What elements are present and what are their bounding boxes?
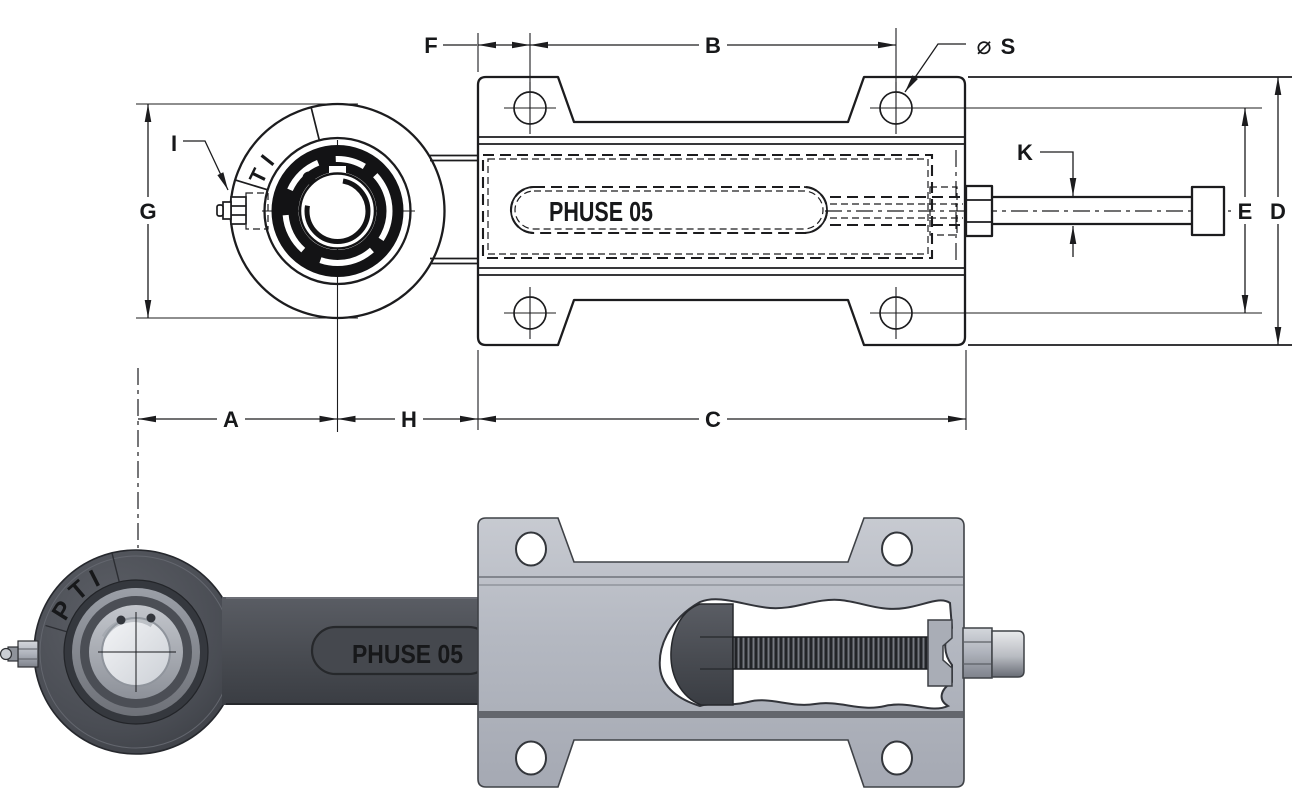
adjusting-nut-3d xyxy=(962,627,993,679)
dim-I: I xyxy=(171,131,229,191)
takeup-frame-2d: PHUSE 05 xyxy=(476,75,967,347)
set-screw-dot xyxy=(302,171,316,185)
dim-K: K xyxy=(1017,140,1077,257)
view-3d: PTI PHUSE 05 xyxy=(0,517,1025,788)
product-label-3d: PHUSE 05 xyxy=(352,639,463,669)
dim-E-label: E xyxy=(1238,199,1253,224)
dim-A: A xyxy=(138,405,338,432)
frame-3d xyxy=(477,517,965,788)
screw-head-2d xyxy=(1190,185,1226,237)
dim-C: C xyxy=(478,350,967,432)
hidden-pocket-outline xyxy=(481,153,934,260)
dim-F-label: F xyxy=(424,33,437,58)
phuse-slot-2d: PHUSE 05 xyxy=(509,185,829,235)
bearing-assembly-2d: PTI xyxy=(0,0,446,320)
threaded-rod-3d xyxy=(732,636,931,670)
end-cap-3d xyxy=(991,630,1025,678)
dim-C-label: C xyxy=(705,407,721,432)
bearing-housing-3d: PTI xyxy=(33,549,239,755)
dim-B: B xyxy=(530,28,897,92)
inner-ring-arc xyxy=(304,178,371,244)
dim-S-diameter-symbol: ⌀ xyxy=(976,32,991,60)
dim-I-label: I xyxy=(171,131,177,156)
dim-E: E xyxy=(870,107,1262,314)
hidden-pocket-inner xyxy=(487,158,929,255)
dim-G: G xyxy=(134,103,358,319)
frame-bottom-ridge xyxy=(479,711,963,718)
adjusting-screw-2d xyxy=(825,184,1240,238)
dim-D-label: D xyxy=(1270,199,1286,224)
dim-S: ⌀ S xyxy=(904,32,1016,93)
locking-collar-ring xyxy=(282,156,393,266)
product-label-2d: PHUSE 05 xyxy=(549,196,653,227)
arm-3d: PHUSE 05 xyxy=(222,597,494,705)
cutaway-window xyxy=(658,598,954,710)
bolt-hole-3d xyxy=(515,531,913,776)
slider-block-3d xyxy=(670,603,734,706)
dim-S-label: S xyxy=(1001,34,1016,59)
jam-nut-2d xyxy=(964,184,994,238)
grease-fitting-2d xyxy=(216,192,269,230)
dim-K-label: K xyxy=(1017,140,1033,165)
dim-H-label: H xyxy=(401,407,417,432)
rod-guide-block-3d xyxy=(927,619,953,687)
brand-arc-label-2d: PTI xyxy=(0,0,284,188)
dim-B-label: B xyxy=(705,33,721,58)
dim-G-label: G xyxy=(139,199,156,224)
view-2d: PTI xyxy=(0,0,1292,548)
dim-H: H xyxy=(337,350,479,432)
arm-rails-2d xyxy=(430,154,478,265)
dim-D: D xyxy=(968,76,1292,346)
shaft-bore xyxy=(298,172,377,250)
grease-fitting-3d xyxy=(0,640,39,668)
dim-A-label: A xyxy=(223,407,239,432)
